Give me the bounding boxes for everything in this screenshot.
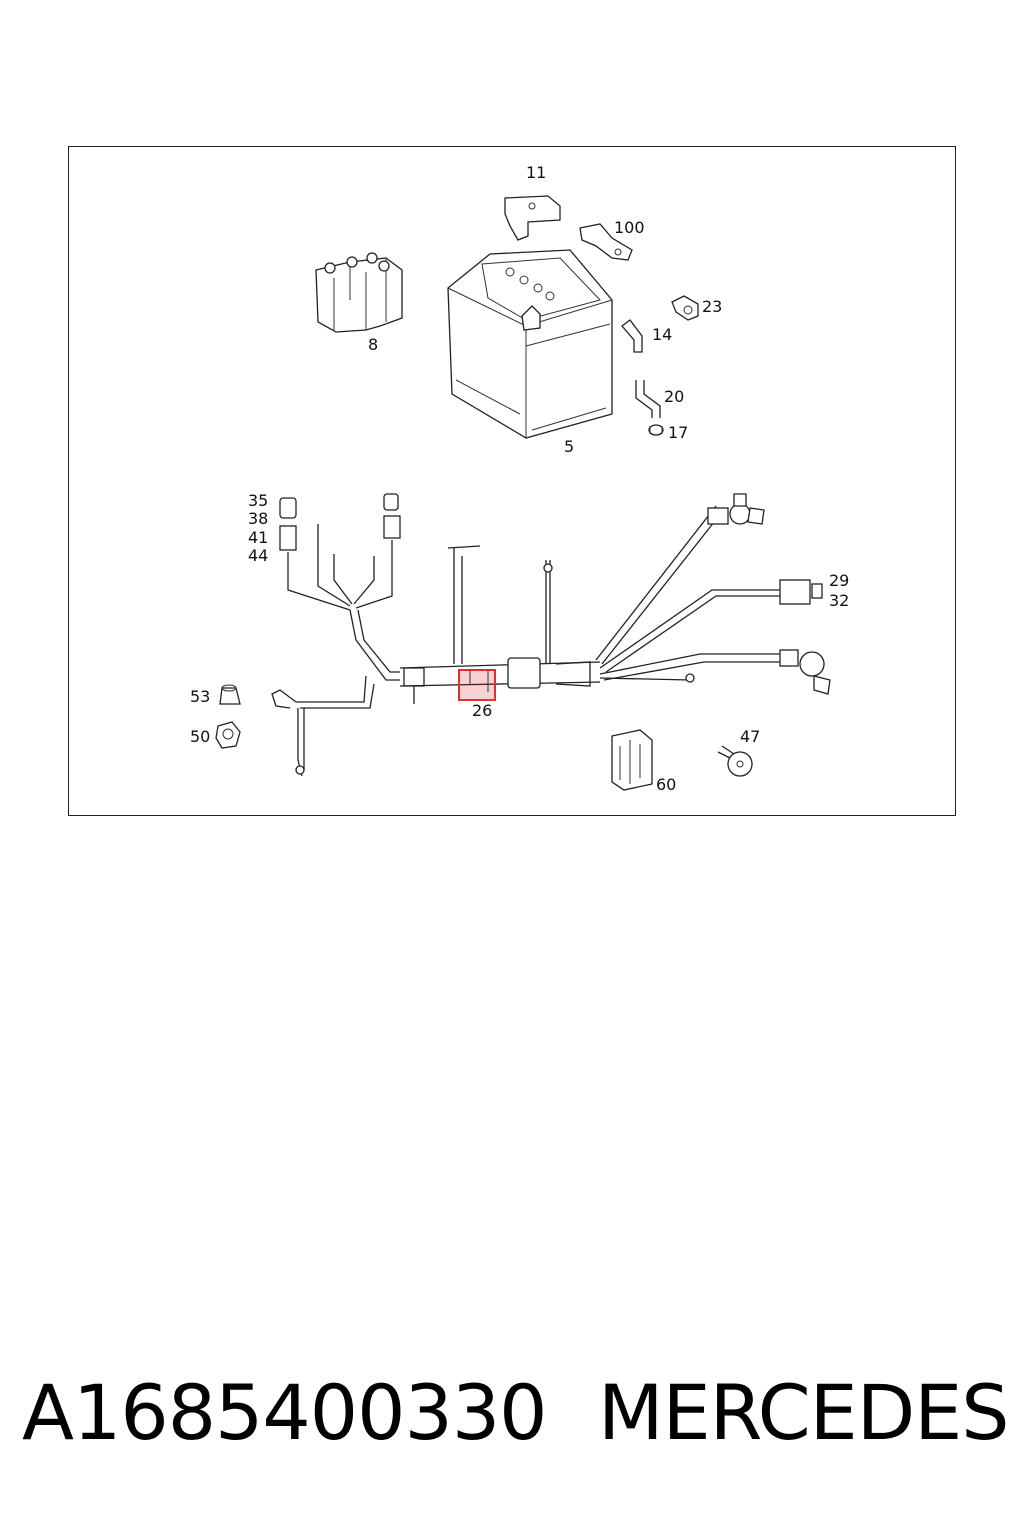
callout-14: 14 [652, 325, 672, 344]
callout-5: 5 [564, 437, 574, 456]
part-26-detail [469, 670, 489, 692]
part-50-nut [215, 721, 241, 749]
callout-53: 53 [190, 687, 210, 706]
part-47-clip [717, 745, 753, 777]
part-number: A1685400330 [22, 1368, 548, 1457]
callout-41: 41 [248, 528, 268, 547]
callout-47: 47 [740, 727, 760, 746]
part-8-cell-caps [315, 252, 403, 333]
caption: A1685400330 MERCEDES [0, 1368, 1024, 1478]
callout-26: 26 [472, 701, 492, 720]
callout-44: 44 [248, 546, 268, 565]
part-53-cap [219, 684, 241, 705]
part-17-grommet [648, 424, 664, 436]
wiring-harness [271, 493, 831, 777]
callout-60: 60 [656, 775, 676, 794]
part-14-elbow [621, 319, 643, 353]
brand-name: MERCEDES [598, 1368, 1009, 1457]
part-11-bracket [504, 195, 561, 241]
callout-100: 100 [614, 218, 645, 237]
callout-17: 17 [668, 423, 688, 442]
part-60-holder [611, 729, 653, 791]
parts-diagram-frame [68, 146, 956, 816]
callout-20: 20 [664, 387, 684, 406]
part-20-hose [635, 380, 661, 418]
part-100-clamp [579, 223, 633, 261]
part-23-plug [671, 295, 699, 321]
part-35-44-connectors [279, 493, 401, 551]
callout-29: 29 [829, 571, 849, 590]
callout-11: 11 [526, 163, 546, 182]
callout-8: 8 [368, 335, 378, 354]
callout-50: 50 [190, 727, 210, 746]
callout-35: 35 [248, 491, 268, 510]
callout-32: 32 [829, 591, 849, 610]
part-5-battery [447, 249, 613, 439]
callout-38: 38 [248, 509, 268, 528]
callout-23: 23 [702, 297, 722, 316]
part-26-highlight[interactable] [458, 669, 496, 701]
